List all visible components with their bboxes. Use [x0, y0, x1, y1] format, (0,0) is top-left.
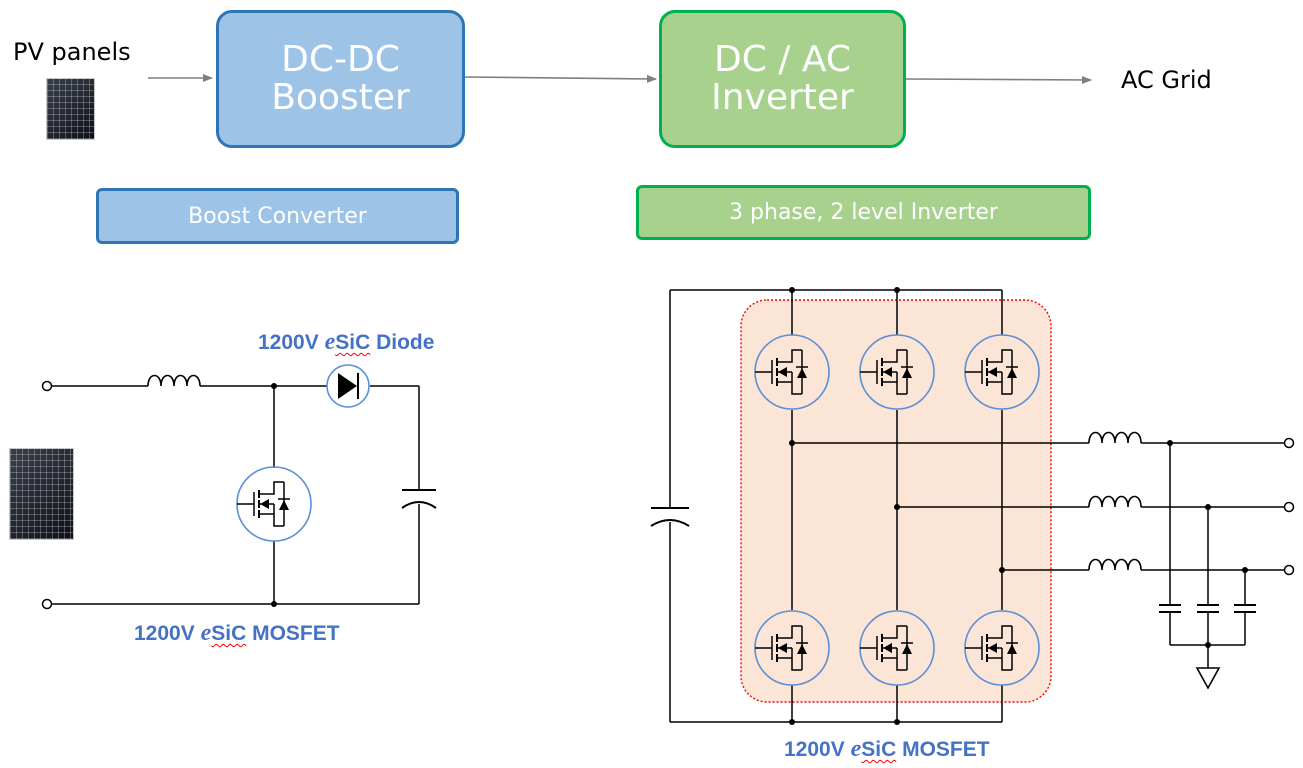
diode-caption: 1200V eSiC Diode — [258, 329, 434, 356]
diode-caption-brand-e: e — [324, 329, 336, 355]
inverter-circuit — [650, 289, 1284, 723]
boost-mosfet-caption-voltage: 1200V — [134, 622, 195, 645]
boost-converter-tag: Boost Converter — [96, 188, 459, 244]
arrow-dcdc-to-dcac — [464, 74, 657, 83]
dcac-inverter-block: DC / AC Inverter — [659, 10, 906, 148]
inverter-mosfet-caption-voltage: 1200V — [784, 738, 845, 761]
inverter-mosfet-caption-device: MOSFET — [902, 738, 990, 761]
dcdc-booster-block: DC-DC Booster — [216, 10, 465, 148]
boost-mosfet-caption: 1200V eSiC MOSFET — [134, 620, 340, 647]
inverter-type-tag: 3 phase, 2 level Inverter — [636, 185, 1091, 240]
diode-caption-voltage: 1200V — [258, 331, 319, 354]
pv-panels-label: PV panels — [13, 38, 131, 66]
boost-mosfet-caption-brand-sic: SiC — [211, 622, 247, 645]
inverter-mosfet-caption: 1200V eSiC MOSFET — [784, 736, 990, 763]
inverter-mosfet-caption-brand-e: e — [850, 736, 862, 762]
boost-converter-circuit — [41, 374, 437, 610]
sic-diode-symbol — [326, 364, 370, 408]
inverter-mosfet-caption-brand-sic: SiC — [861, 738, 897, 761]
arrow-dcac-to-grid — [905, 75, 1092, 84]
ac-grid-label: AC Grid — [1121, 66, 1212, 94]
boost-mosfet-caption-brand-e: e — [200, 620, 212, 646]
pv-panel-image-top — [46, 78, 95, 140]
pv-panel-image-circuit — [9, 448, 74, 540]
diode-caption-brand-sic: SiC — [335, 331, 371, 354]
boost-mosfet-caption-device: MOSFET — [252, 622, 340, 645]
diode-caption-device: Diode — [376, 331, 435, 354]
inverter-mosfet-highlight — [740, 299, 1052, 703]
boost-mosfet-symbol — [236, 466, 312, 542]
